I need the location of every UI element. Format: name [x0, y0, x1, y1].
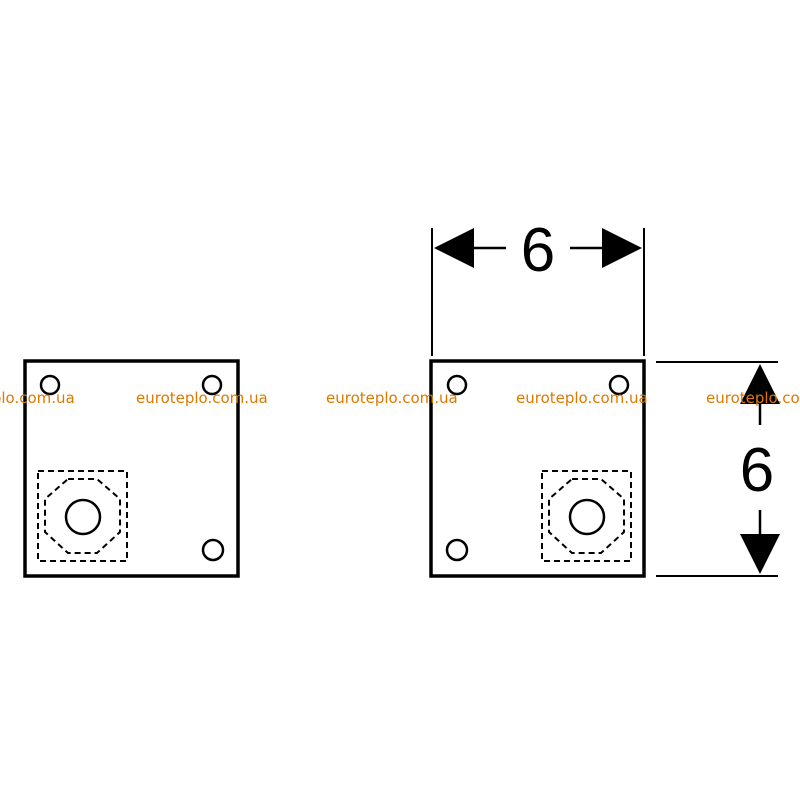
right-view-dashed-square — [541, 470, 632, 562]
left-view-outline — [23, 359, 240, 578]
left-view-hole-top-right — [201, 374, 223, 396]
right-view-dashed-octagon — [548, 478, 625, 554]
vertical-arrow-bottom — [740, 534, 780, 574]
watermark-text: euroteplo.com.ua — [326, 389, 458, 407]
left-view — [23, 359, 240, 578]
left-view-dashed-square — [37, 470, 128, 562]
left-view-dashed-octagon — [44, 478, 121, 554]
vertical-arrow-top — [740, 364, 780, 404]
right-view-center-hole — [568, 498, 606, 536]
left-view-hole-bottom-right — [201, 538, 225, 562]
watermark-text: euroteplo.com.ua — [706, 389, 800, 407]
horizontal-arrow-right — [602, 228, 642, 268]
height-dimension-label: 6 — [740, 436, 774, 505]
vertical-dimension: 6 — [656, 361, 780, 577]
left-view-center-hole — [64, 498, 102, 536]
right-view-hole-top-left — [446, 374, 468, 396]
watermark: euroteplo.com.ua euroteplo.com.ua eurote… — [0, 389, 800, 407]
width-dimension-label: 6 — [521, 216, 555, 285]
right-view-outline — [429, 359, 646, 578]
right-view-hole-top-right — [608, 374, 630, 396]
right-view-hole-bottom-left — [445, 538, 469, 562]
horizontal-dimension: 6 — [431, 216, 645, 356]
horizontal-arrow-left — [434, 228, 474, 268]
watermark-text: euroteplo.com.ua — [136, 389, 268, 407]
watermark-text: euroteplo.com.ua — [0, 389, 75, 407]
right-view — [429, 359, 646, 578]
watermark-text: euroteplo.com.ua — [516, 389, 648, 407]
left-view-hole-top-left — [39, 374, 61, 396]
